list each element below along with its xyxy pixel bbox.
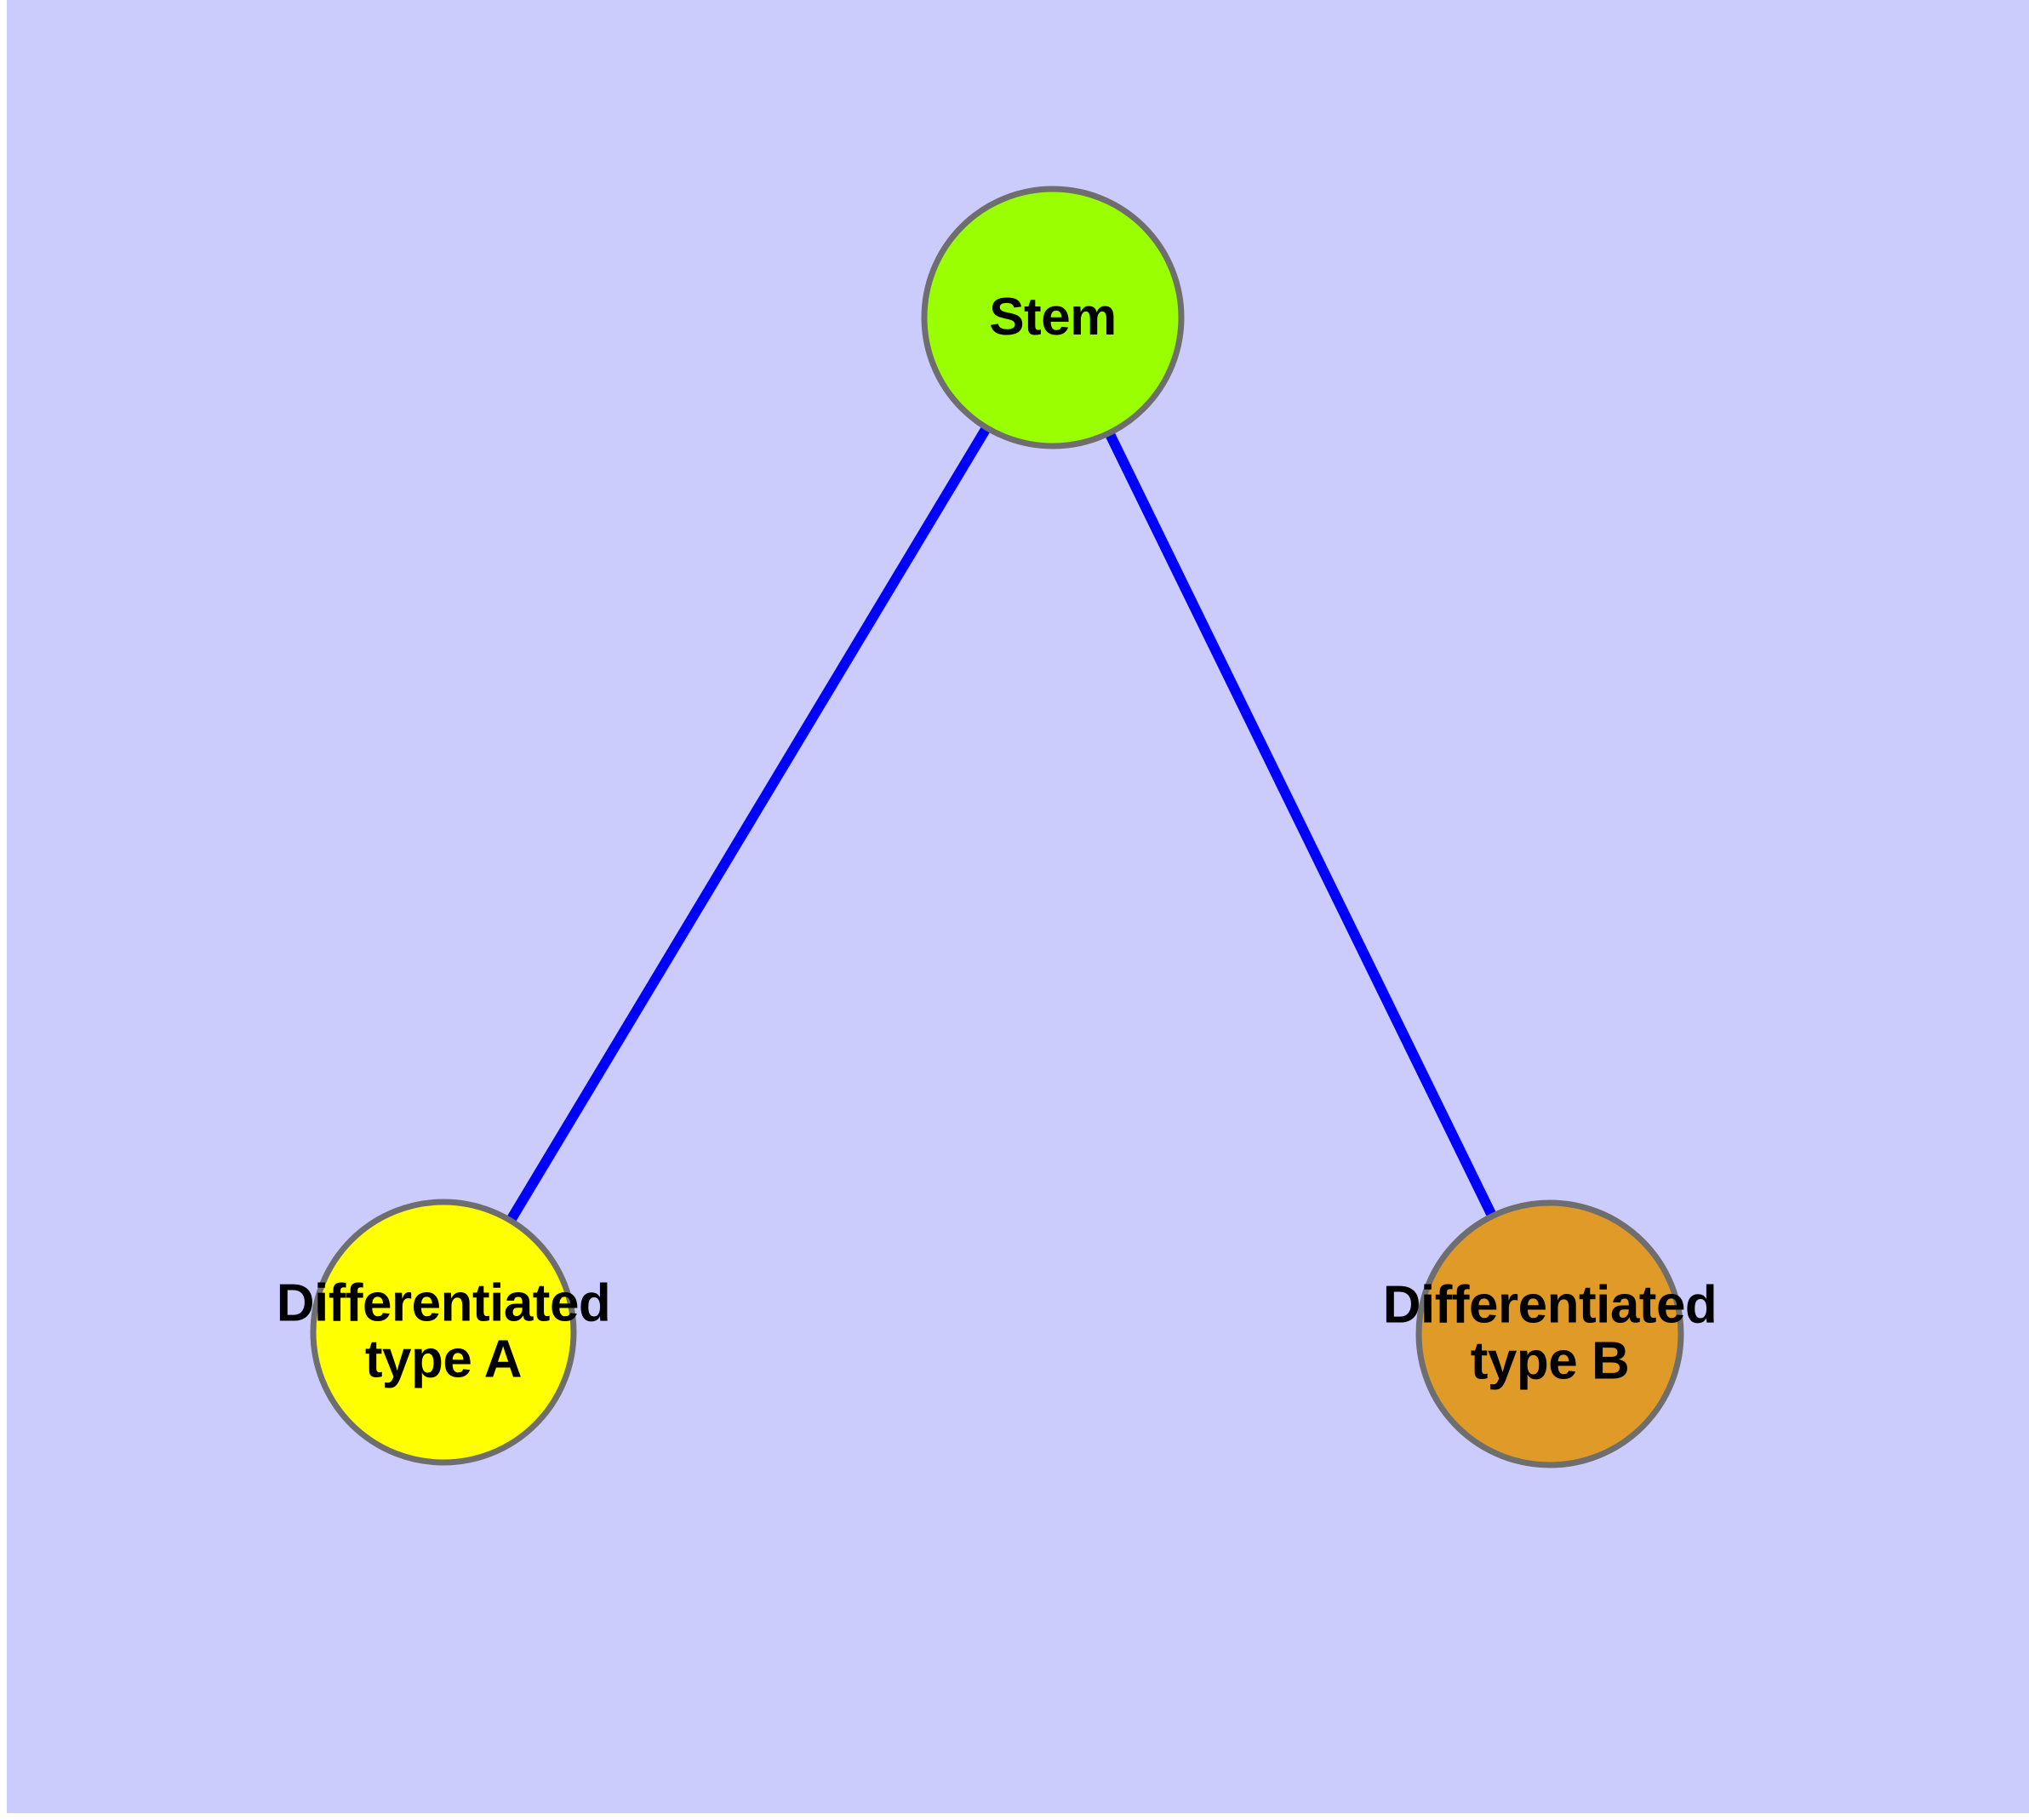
nodes-layer <box>310 186 1684 1468</box>
node-diff_b[interactable] <box>1415 1199 1684 1468</box>
node-diff_a[interactable] <box>310 1199 577 1466</box>
edges-layer <box>504 421 1499 1227</box>
edge-stem-diff-a[interactable] <box>504 421 993 1227</box>
node-stem[interactable] <box>921 186 1185 449</box>
edge-stem-diff-b[interactable] <box>1103 427 1499 1222</box>
